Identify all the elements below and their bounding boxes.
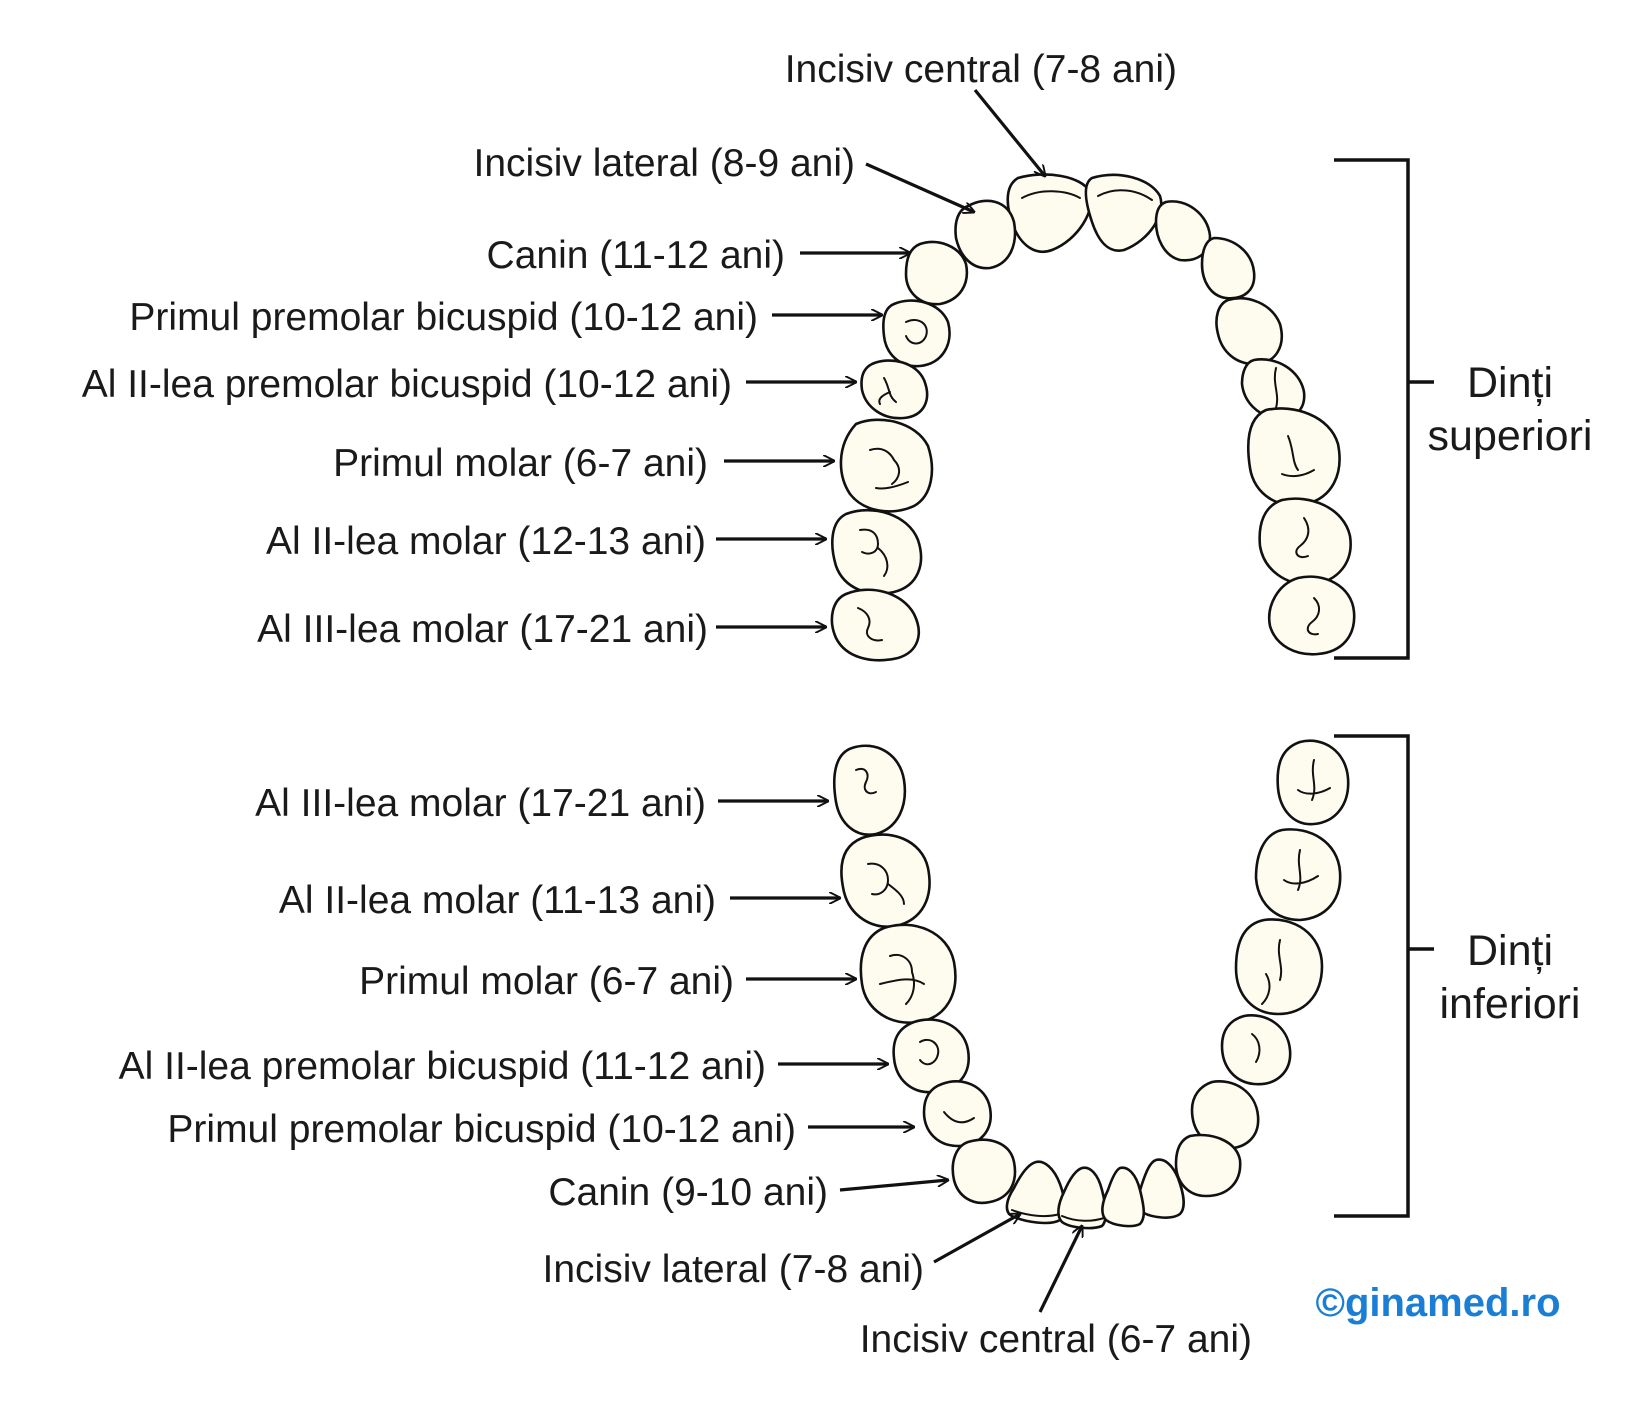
lower-left-first-molar (859, 923, 957, 1024)
label-lower-al-ii-lea-molar: Al II-lea molar (11-13 ani) (279, 879, 716, 922)
label-lower-al-iii-lea-molar: Al III-lea molar (17-21 ani) (255, 782, 706, 825)
upper-right-first-molar-fissure (1281, 435, 1315, 478)
lower-left-third-molar (833, 744, 907, 836)
upper-left-first-molar (839, 418, 934, 513)
watermark: ©ginamed.ro (1315, 1281, 1560, 1325)
lower-right-second-premolar (1220, 1014, 1292, 1086)
lower-left-first-molar-fissure (879, 954, 925, 1005)
lower-left-second-molar-fissure (867, 862, 905, 905)
upper-left-lateral-incisor (954, 199, 1017, 270)
upper-right-third-molar (1267, 575, 1356, 656)
lower-pointer-arrows (718, 801, 1082, 1313)
lower-left-central-incisor-edge (1061, 1215, 1105, 1222)
label-upper-incisiv-central: Incisiv central (7-8 ani) (785, 48, 1177, 91)
upper-left-third-molar (830, 588, 920, 662)
lower-left-first-premolar-fissure (943, 1111, 975, 1124)
arrow-upper-incisiv-lateral (865, 162, 974, 212)
label-lower-primul-molar: Primul molar (6-7 ani) (359, 960, 734, 1003)
upper-right-second-molar-fissure (1295, 517, 1310, 558)
upper-left-first-molar-fissure (869, 447, 909, 490)
upper-left-second-molar (831, 508, 923, 595)
lower-left-second-premolar-fissure (919, 1038, 940, 1066)
label-lower-incisiv-central: Incisiv central (6-7 ani) (860, 1318, 1252, 1361)
label-upper-primul-premolar: Primul premolar bicuspid (10-12 ani) (129, 296, 758, 339)
lower-left-canine (951, 1138, 1017, 1205)
upper-teeth-bracket (1334, 158, 1434, 660)
upper-right-central-incisor (1084, 173, 1163, 252)
lower-left-second-molar (840, 833, 931, 928)
lower-labels: Al III-lea molar (17-21 ani) Al II-lea m… (119, 782, 1252, 1361)
upper-left-first-premolar (882, 299, 951, 368)
label-upper-canin: Canin (11-12 ani) (487, 234, 785, 277)
upper-right-third-molar-fissure (1306, 597, 1320, 636)
label-lower-al-ii-lea-premolar: Al II-lea premolar bicuspid (11-12 ani) (119, 1045, 766, 1088)
lower-left-first-premolar (922, 1079, 992, 1148)
upper-left-second-premolar-fissure (878, 377, 897, 405)
upper-left-second-premolar (860, 359, 929, 420)
upper-left-second-molar-fissure (859, 528, 889, 577)
upper-right-lateral-incisor (1154, 200, 1212, 262)
lower-right-second-molar-fissure (1283, 849, 1319, 891)
lower-right-central-incisor (1101, 1166, 1146, 1228)
upper-left-first-premolar-fissure (905, 318, 928, 345)
lower-right-first-molar-fissure (1261, 939, 1283, 1005)
lower-right-canine (1174, 1133, 1242, 1198)
arrow-lower-incisiv-lateral (933, 1214, 1020, 1264)
lower-right-second-molar (1254, 828, 1342, 922)
upper-left-canine (904, 240, 969, 306)
label-upper-al-iii-lea-molar: Al III-lea molar (17-21 ani) (257, 608, 708, 651)
arrow-lower-incisiv-central (1038, 1226, 1082, 1313)
lower-group-title-line1: Dinți (1467, 927, 1553, 975)
lower-group-title-line2: inferiori (1440, 980, 1581, 1028)
arrow-upper-incisiv-central (973, 88, 1045, 176)
lower-right-lateral-incisor (1136, 1158, 1185, 1219)
upper-right-central-incisor-ridge (1097, 189, 1153, 201)
label-lower-primul-premolar: Primul premolar bicuspid (10-12 ani) (167, 1108, 796, 1151)
lower-right-third-molar-fissure (1297, 759, 1331, 801)
upper-group-title-line2: superiori (1428, 412, 1593, 460)
label-upper-primul-molar: Primul molar (6-7 ani) (333, 442, 708, 485)
arrow-lower-canin (839, 1180, 948, 1192)
upper-right-canine (1200, 236, 1256, 300)
lower-right-second-premolar-fissure (1251, 1033, 1261, 1063)
label-lower-canin: Canin (9-10 ani) (548, 1171, 828, 1214)
label-upper-al-ii-lea-molar: Al II-lea molar (12-13 ani) (266, 520, 706, 563)
upper-left-central-incisor (1006, 173, 1093, 253)
label-upper-incisiv-lateral: Incisiv lateral (8-9 ani) (474, 142, 855, 185)
lower-right-first-molar (1234, 918, 1324, 1016)
label-lower-incisiv-lateral: Incisiv lateral (7-8 ani) (543, 1248, 924, 1291)
lower-right-third-molar (1276, 739, 1350, 826)
upper-right-first-premolar (1215, 297, 1283, 366)
upper-pointer-arrows (716, 88, 1045, 627)
upper-labels: Incisiv central (7-8 ani) Incisiv latera… (82, 48, 1177, 651)
lower-left-third-molar-fissure (855, 768, 877, 795)
upper-left-third-molar-fissure (857, 607, 883, 642)
lower-teeth-bracket (1334, 734, 1434, 1218)
upper-arch (830, 173, 1356, 662)
lower-arch (833, 739, 1350, 1230)
upper-right-second-premolar-fissure (1273, 367, 1279, 409)
label-upper-al-ii-lea-premolar: Al II-lea premolar bicuspid (10-12 ani) (82, 363, 732, 406)
upper-left-central-incisor-ridge (1021, 190, 1081, 199)
upper-group-title-line1: Dinți (1467, 359, 1553, 407)
lower-left-lateral-incisor-edge (1011, 1209, 1061, 1218)
lower-left-lateral-incisor (1005, 1160, 1066, 1225)
